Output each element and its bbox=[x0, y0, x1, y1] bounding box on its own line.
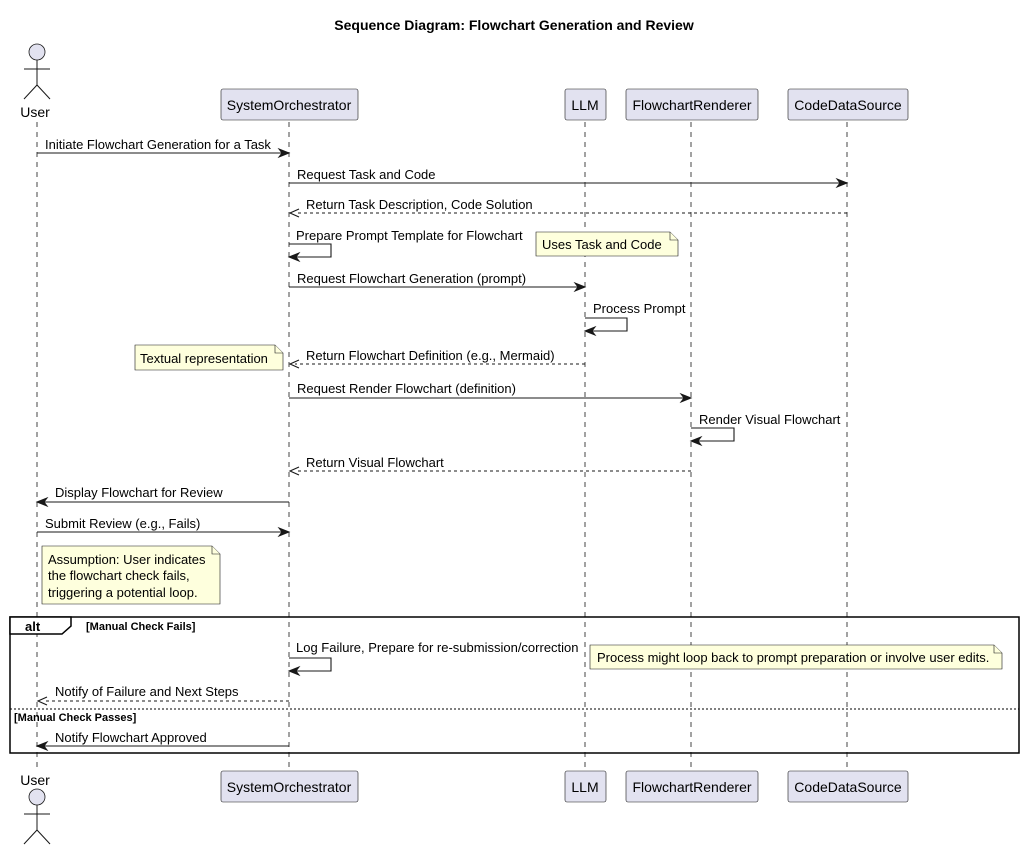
participant-llm-top: LLM bbox=[564, 88, 607, 121]
message-return-flowchart-definition: Return Flowchart Definition (e.g., Merma… bbox=[288, 348, 585, 369]
message-display-flowchart: Display Flowchart for Review bbox=[35, 485, 289, 508]
participant-label-system-orchestrator: SystemOrchestrator bbox=[227, 97, 352, 113]
participant-code-data-source-top: CodeDataSource bbox=[787, 88, 909, 121]
message-initiate-generation: Initiate Flowchart Generation for a Task bbox=[37, 137, 291, 159]
message-request-task-code: Request Task and Code bbox=[289, 167, 849, 189]
participant-system-orchestrator-bottom: SystemOrchestrator bbox=[220, 770, 359, 803]
participant-label-code-data-source: CodeDataSource bbox=[794, 97, 902, 113]
participant-label-system-orchestrator-bottom: SystemOrchestrator bbox=[227, 779, 352, 795]
participant-system-orchestrator-top: SystemOrchestrator bbox=[220, 88, 359, 121]
svg-text:Notify Flowchart Approved: Notify Flowchart Approved bbox=[55, 730, 207, 745]
actor-user-top: User bbox=[20, 43, 51, 120]
svg-text:triggering a potential loop.: triggering a potential loop. bbox=[48, 585, 198, 600]
svg-text:Notify of Failure and Next Ste: Notify of Failure and Next Steps bbox=[55, 684, 239, 699]
svg-text:Display Flowchart for Review: Display Flowchart for Review bbox=[55, 485, 223, 500]
note-uses-task-code: Uses Task and Code bbox=[535, 231, 679, 257]
participant-label-llm-bottom: LLM bbox=[571, 779, 598, 795]
svg-text:Prepare Prompt Template for Fl: Prepare Prompt Template for Flowchart bbox=[296, 228, 523, 243]
note-textual-representation: Textual representation bbox=[134, 344, 284, 371]
actor-head bbox=[28, 788, 46, 806]
message-notify-approved: Notify Flowchart Approved bbox=[35, 730, 289, 752]
message-log-failure: Log Failure, Prepare for re-submission/c… bbox=[287, 640, 579, 677]
svg-text:Request Render Flowchart (defi: Request Render Flowchart (definition) bbox=[297, 381, 516, 396]
participant-label-user: User bbox=[20, 104, 50, 120]
svg-text:Initiate Flowchart Generation: Initiate Flowchart Generation for a Task bbox=[45, 137, 271, 152]
svg-text:Log Failure, Prepare for re-su: Log Failure, Prepare for re-submission/c… bbox=[296, 640, 579, 655]
participant-label-user-bottom: User bbox=[20, 772, 50, 788]
diagram-title: Sequence Diagram: Flowchart Generation a… bbox=[334, 17, 694, 33]
svg-text:Return Visual Flowchart: Return Visual Flowchart bbox=[306, 455, 444, 470]
message-request-render: Request Render Flowchart (definition) bbox=[289, 381, 693, 404]
svg-text:Assumption: User indicates: Assumption: User indicates bbox=[48, 552, 206, 567]
svg-text:Render Visual Flowchart: Render Visual Flowchart bbox=[699, 412, 841, 427]
participant-label-flowchart-renderer-bottom: FlowchartRenderer bbox=[632, 779, 751, 795]
svg-text:Submit Review (e.g., Fails): Submit Review (e.g., Fails) bbox=[45, 516, 200, 531]
svg-text:Process Prompt: Process Prompt bbox=[593, 301, 686, 316]
svg-text:the flowchart check fails,: the flowchart check fails, bbox=[48, 568, 190, 583]
participant-label-llm: LLM bbox=[571, 97, 598, 113]
participant-label-flowchart-renderer: FlowchartRenderer bbox=[632, 97, 751, 113]
message-request-flowchart-generation: Request Flowchart Generation (prompt) bbox=[289, 271, 587, 293]
participant-flowchart-renderer-top: FlowchartRenderer bbox=[625, 88, 759, 121]
participant-code-data-source-bottom: CodeDataSource bbox=[787, 770, 909, 803]
alt-frame: alt [Manual Check Fails] [Manual Check P… bbox=[9, 616, 1020, 754]
alt-guard-fails: [Manual Check Fails] bbox=[86, 621, 196, 633]
svg-text:Uses Task and Code: Uses Task and Code bbox=[542, 237, 662, 252]
note-assumption: Assumption: User indicates the flowchart… bbox=[41, 545, 221, 605]
alt-keyword: alt bbox=[25, 619, 41, 634]
message-return-visual-flowchart: Return Visual Flowchart bbox=[288, 455, 691, 476]
svg-text:Textual representation: Textual representation bbox=[140, 351, 268, 366]
actor-head bbox=[28, 43, 46, 61]
note-process-might-loop: Process might loop back to prompt prepar… bbox=[589, 644, 1003, 670]
participant-flowchart-renderer-bottom: FlowchartRenderer bbox=[625, 770, 759, 803]
message-return-task-description: Return Task Description, Code Solution bbox=[288, 197, 847, 218]
participant-label-code-data-source-bottom: CodeDataSource bbox=[794, 779, 902, 795]
message-notify-failure: Notify of Failure and Next Steps bbox=[36, 684, 289, 706]
message-process-prompt: Process Prompt bbox=[583, 301, 686, 337]
svg-text:Request Task and Code: Request Task and Code bbox=[297, 167, 436, 182]
svg-text:Request Flowchart Generation (: Request Flowchart Generation (prompt) bbox=[297, 271, 526, 286]
message-prepare-prompt: Prepare Prompt Template for Flowchart bbox=[287, 228, 523, 263]
participant-llm-bottom: LLM bbox=[564, 770, 607, 803]
svg-text:Return Flowchart Definition (e: Return Flowchart Definition (e.g., Merma… bbox=[306, 348, 555, 363]
message-render-visual-flowchart: Render Visual Flowchart bbox=[689, 412, 841, 447]
svg-text:Process might loop back to pro: Process might loop back to prompt prepar… bbox=[597, 650, 989, 665]
alt-guard-passes: [Manual Check Passes] bbox=[14, 712, 137, 724]
message-submit-review: Submit Review (e.g., Fails) bbox=[37, 516, 291, 538]
svg-text:Return Task Description, Code: Return Task Description, Code Solution bbox=[306, 197, 533, 212]
actor-user-bottom: User bbox=[20, 772, 51, 845]
